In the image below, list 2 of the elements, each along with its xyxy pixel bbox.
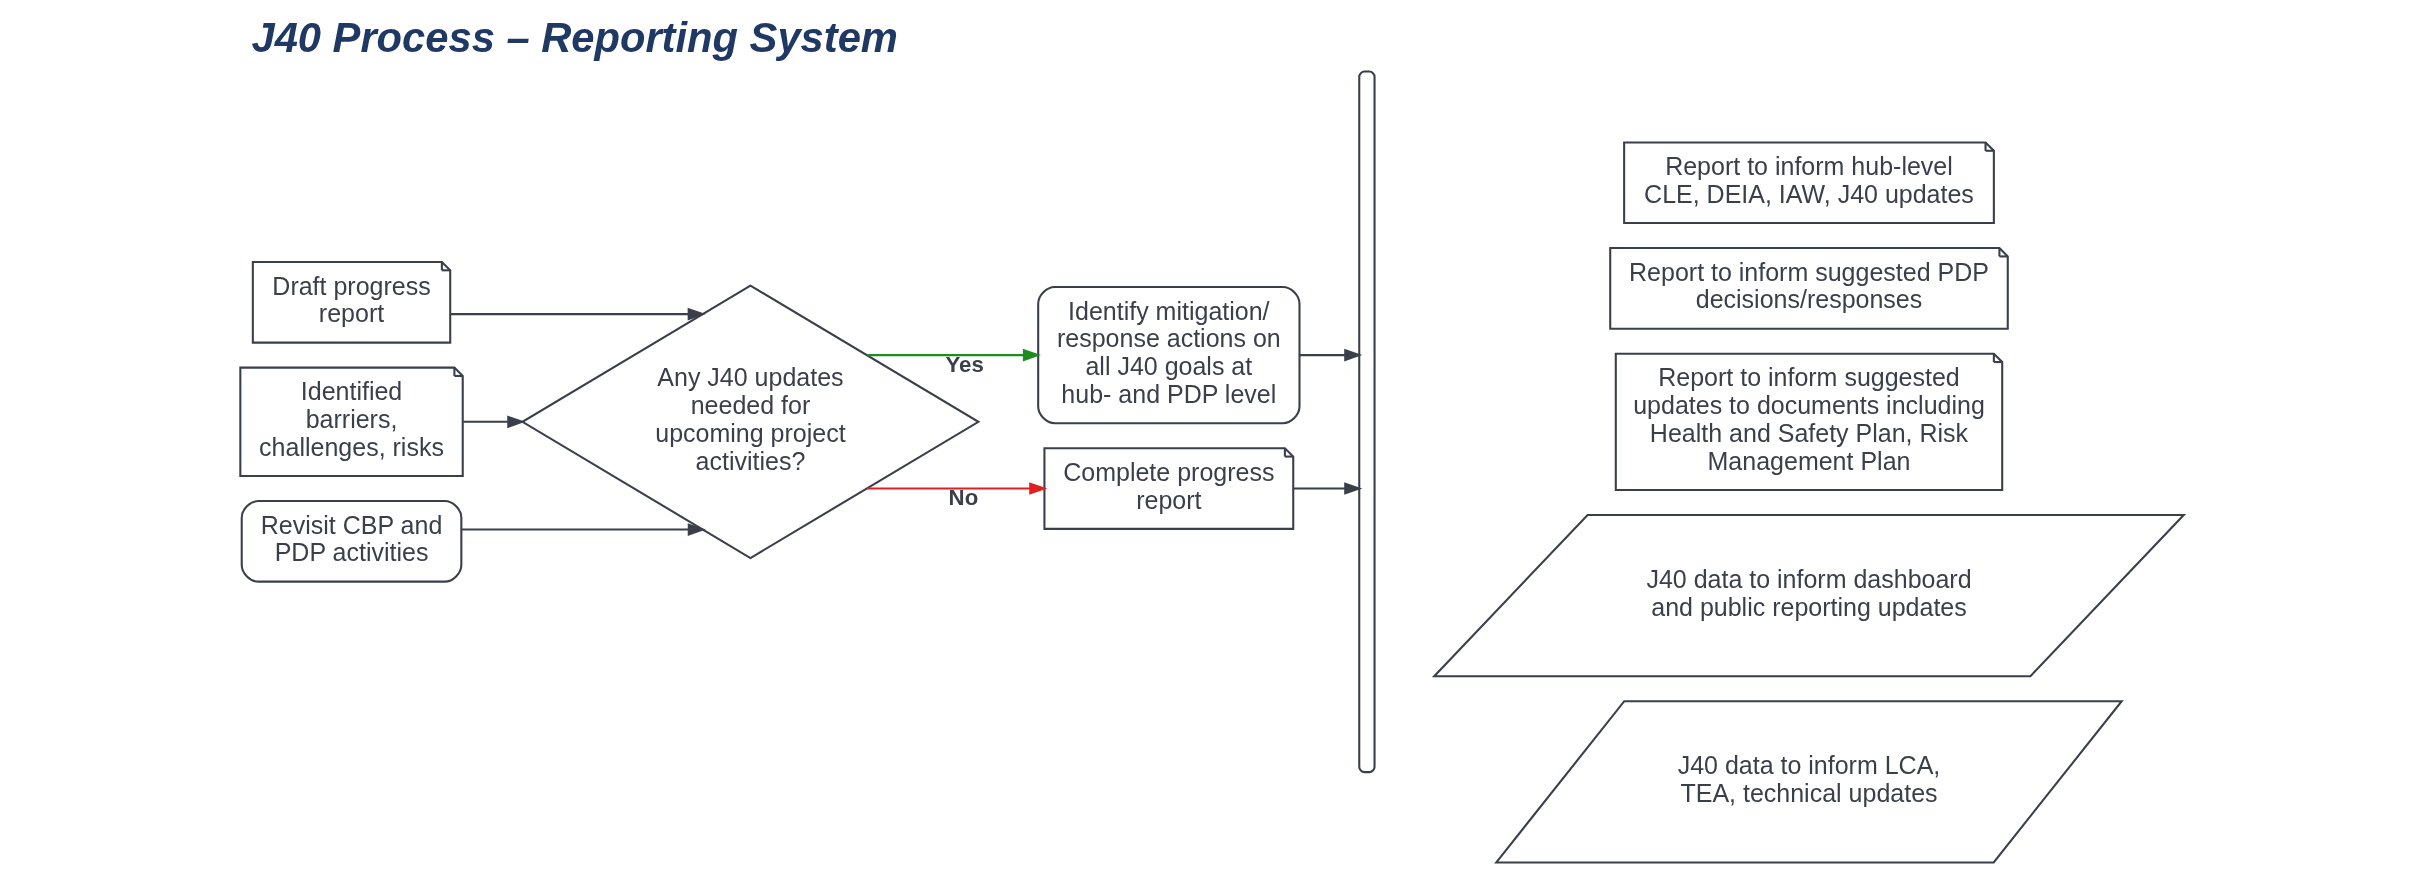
edge-label: No	[948, 484, 978, 510]
diagram-title: J40 Process – Reporting System	[250, 13, 898, 61]
